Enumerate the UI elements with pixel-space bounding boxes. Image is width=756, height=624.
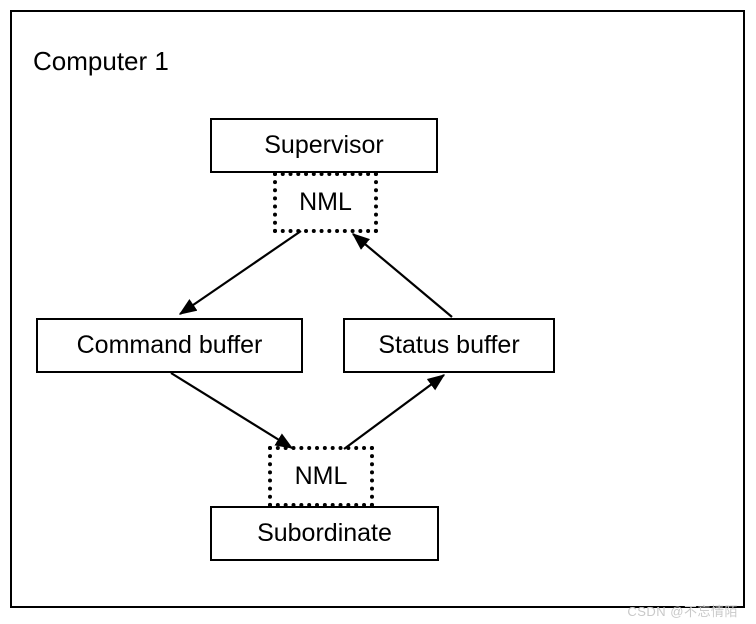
node-status-buffer: Status buffer: [343, 318, 555, 373]
node-subordinate: Subordinate: [210, 506, 439, 561]
node-nml-bottom: NML: [268, 446, 374, 507]
node-subordinate-label: Subordinate: [257, 519, 392, 547]
watermark: CSDN @不忘情陌: [627, 604, 738, 619]
node-supervisor: Supervisor: [210, 118, 438, 173]
node-nml-bottom-label: NML: [294, 462, 348, 490]
page-title: Computer 1: [33, 46, 169, 76]
node-nml-top-label: NML: [299, 188, 352, 216]
node-command-buffer-label: Command buffer: [76, 331, 263, 359]
node-nml-top: NML: [273, 172, 378, 233]
computer-1-boundary: [10, 10, 745, 608]
node-command-buffer: Command buffer: [36, 318, 303, 373]
node-supervisor-label: Supervisor: [264, 131, 384, 159]
node-status-buffer-label: Status buffer: [378, 331, 520, 359]
